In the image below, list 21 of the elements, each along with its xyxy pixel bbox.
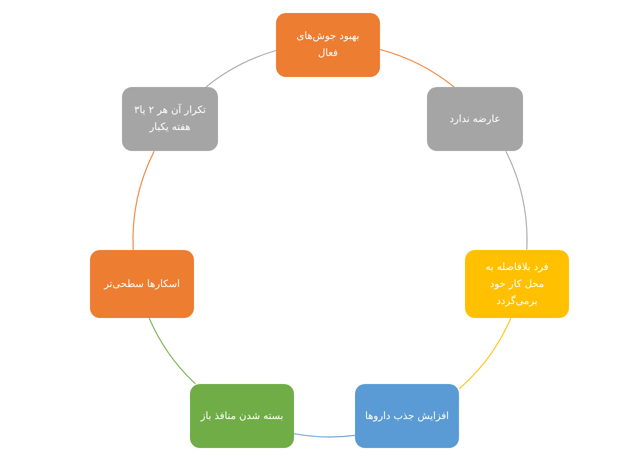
arc-connector <box>148 318 196 384</box>
arc-connector <box>505 150 528 250</box>
arc-connector <box>205 50 276 88</box>
process-box <box>276 13 380 77</box>
arc-connector <box>294 433 356 438</box>
box-text: افزایش جذب داروها <box>365 410 449 424</box>
process-box <box>122 87 218 151</box>
process-box <box>465 250 569 318</box>
box-text: بهبود جوش‌های فعال <box>296 30 360 61</box>
process-box <box>190 384 294 448</box>
box-text: بسته شدن منافذ باز <box>200 410 284 424</box>
process-box <box>355 384 459 448</box>
arc-connector <box>380 49 455 88</box>
box-text: اسکارها سطحی‌تر <box>104 278 180 292</box>
box-text: عارضه ندارد <box>450 112 500 126</box>
box-text: تکرار آن هر ۲ یا۳ هفته یکبار <box>133 102 207 135</box>
box-text: فرد بلافاصله به محل کار خود برمی‌گردد <box>484 260 550 308</box>
process-box <box>427 87 523 151</box>
arc-connector <box>458 318 512 390</box>
arc-connector <box>132 150 155 250</box>
process-box <box>90 250 194 318</box>
